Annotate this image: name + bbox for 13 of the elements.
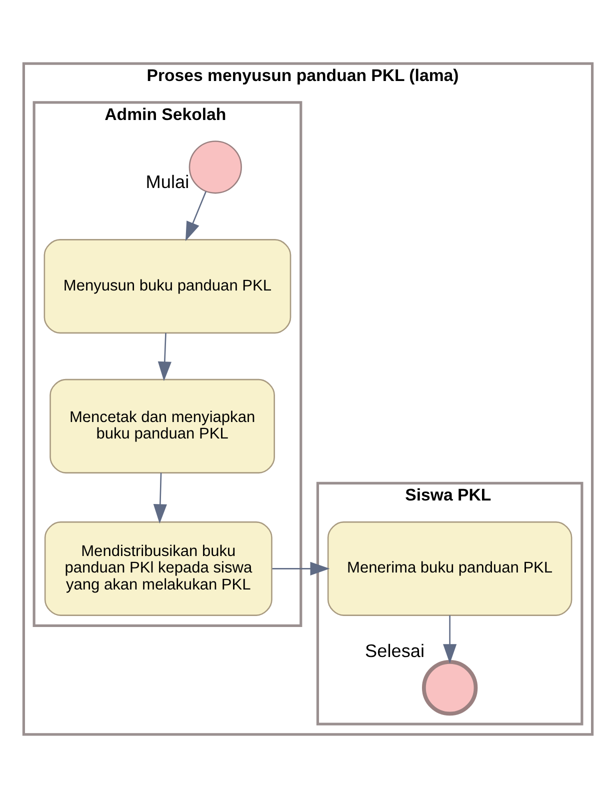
arrow <box>272 562 330 576</box>
arrow <box>443 615 457 664</box>
node-label: Selesai <box>365 641 425 662</box>
node-box: Mendistribusikan buku panduan PKl kepada siswa yang akan melakukan PKL <box>44 521 272 616</box>
node-box: Menerima buku panduan PKL <box>327 521 572 616</box>
node-box: Mencetak dan menyiapkan buku panduan PKL <box>50 378 275 474</box>
node-circle <box>422 660 478 716</box>
node-label: Mulai <box>146 172 190 192</box>
arrow <box>153 472 167 524</box>
arrow <box>158 332 172 382</box>
node-circle <box>188 140 242 194</box>
node-box: Menyusun buku panduan PKL <box>44 239 292 334</box>
arrow <box>186 191 207 242</box>
